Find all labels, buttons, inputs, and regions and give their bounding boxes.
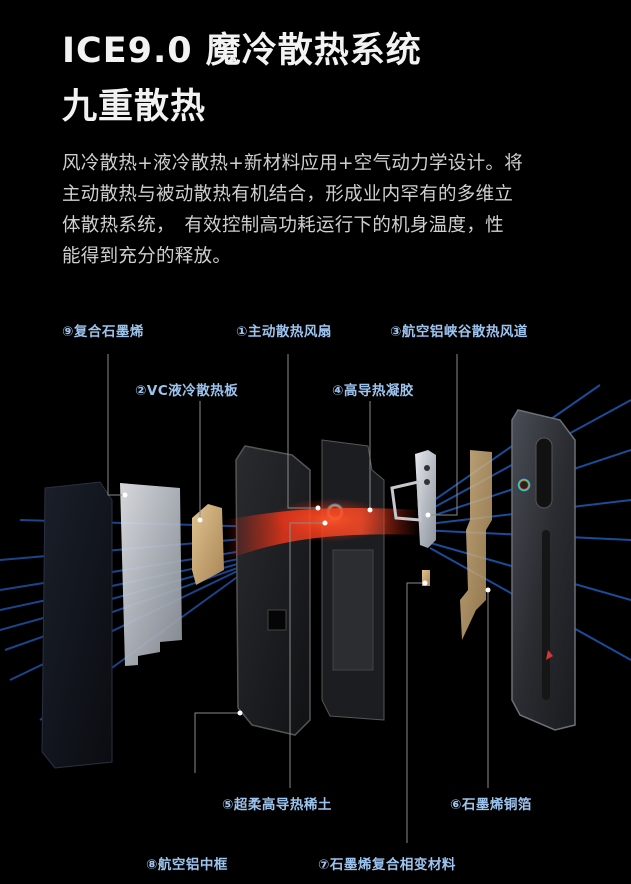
description-line: 风冷散热+液冷散热+新材料应用+空气动力学设计。将 xyxy=(62,153,524,174)
leader-lines xyxy=(107,354,489,843)
graphene-copper-foil xyxy=(460,450,492,640)
label-rare-earth-thermal: ⑤超柔高导热稀土 xyxy=(222,797,332,813)
label-vc-liquid-cooling-plate: ②VC液冷散热板 xyxy=(135,383,239,399)
description: 风冷散热+液冷散热+新材料应用+空气动力学设计。将 主动散热与被动散热有机结合，… xyxy=(62,148,552,272)
rare-earth-pad xyxy=(422,570,430,586)
label-composite-graphene: ⑨复合石墨烯 xyxy=(62,324,144,340)
aluminum-midframe xyxy=(235,445,311,736)
label-aluminum-canyon-air-duct: ③航空铝峡谷散热风道 xyxy=(390,324,528,340)
label-graphene-copper-foil: ⑥石墨烯铜箔 xyxy=(450,797,532,813)
vc-plate xyxy=(192,504,224,585)
page-title: ICE9.0 魔冷散热系统 xyxy=(62,31,422,71)
label-aluminum-midframe: ⑧航空铝中框 xyxy=(146,857,228,873)
description-line: 能得到充分的释放。 xyxy=(62,246,232,267)
label-graphene-phase-change: ⑦石墨烯复合相变材料 xyxy=(318,857,456,873)
description-line: 体散热系统， 有效控制高功耗运行下的机身温度，性 xyxy=(62,215,504,236)
description-line: 主动散热与被动散热有机结合，形成业内罕有的多维立 xyxy=(62,184,514,205)
label-thermal-gel: ④高导热凝胶 xyxy=(332,383,414,399)
screen-panel xyxy=(41,481,113,769)
camera-bracket xyxy=(415,450,436,548)
label-active-cooling-fan: ①主动散热风扇 xyxy=(236,324,332,340)
page-subtitle: 九重散热 xyxy=(62,87,207,127)
graphene-sheet xyxy=(120,483,182,666)
